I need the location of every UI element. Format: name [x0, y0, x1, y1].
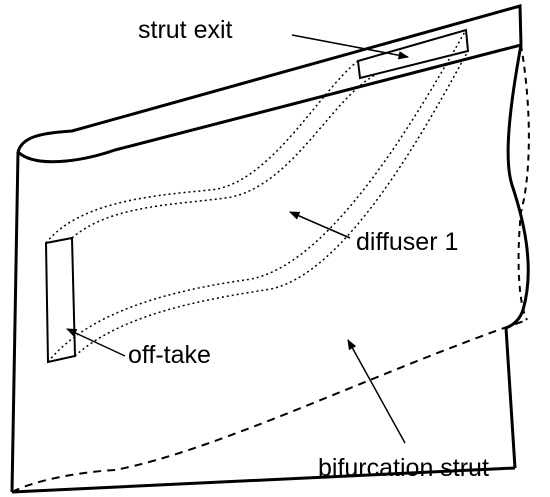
- diffuser-label: diffuser 1: [356, 228, 458, 256]
- strut-top-surface: [16, 4, 523, 153]
- bifurcation-strut-label: bifurcation strut: [318, 454, 489, 482]
- strut-front-upper-edge: [16, 43, 522, 164]
- off-take-arrow: [66, 328, 126, 357]
- strut-exit-label: strut exit: [138, 16, 233, 44]
- bifurcation-arrow: [347, 339, 406, 444]
- strut-bottom-edge: [11, 466, 516, 494]
- off-take-label: off-take: [128, 341, 211, 369]
- diffuser-arrow: [289, 211, 351, 239]
- strut-hidden-bottom-edge: [11, 319, 528, 493]
- strut-trailing-edge: [504, 44, 530, 469]
- strut-exit-arrow: [291, 34, 410, 60]
- off-take-slot: [44, 236, 77, 364]
- diffuser-duct: [45, 29, 469, 363]
- strut-leading-edge: [10, 151, 20, 493]
